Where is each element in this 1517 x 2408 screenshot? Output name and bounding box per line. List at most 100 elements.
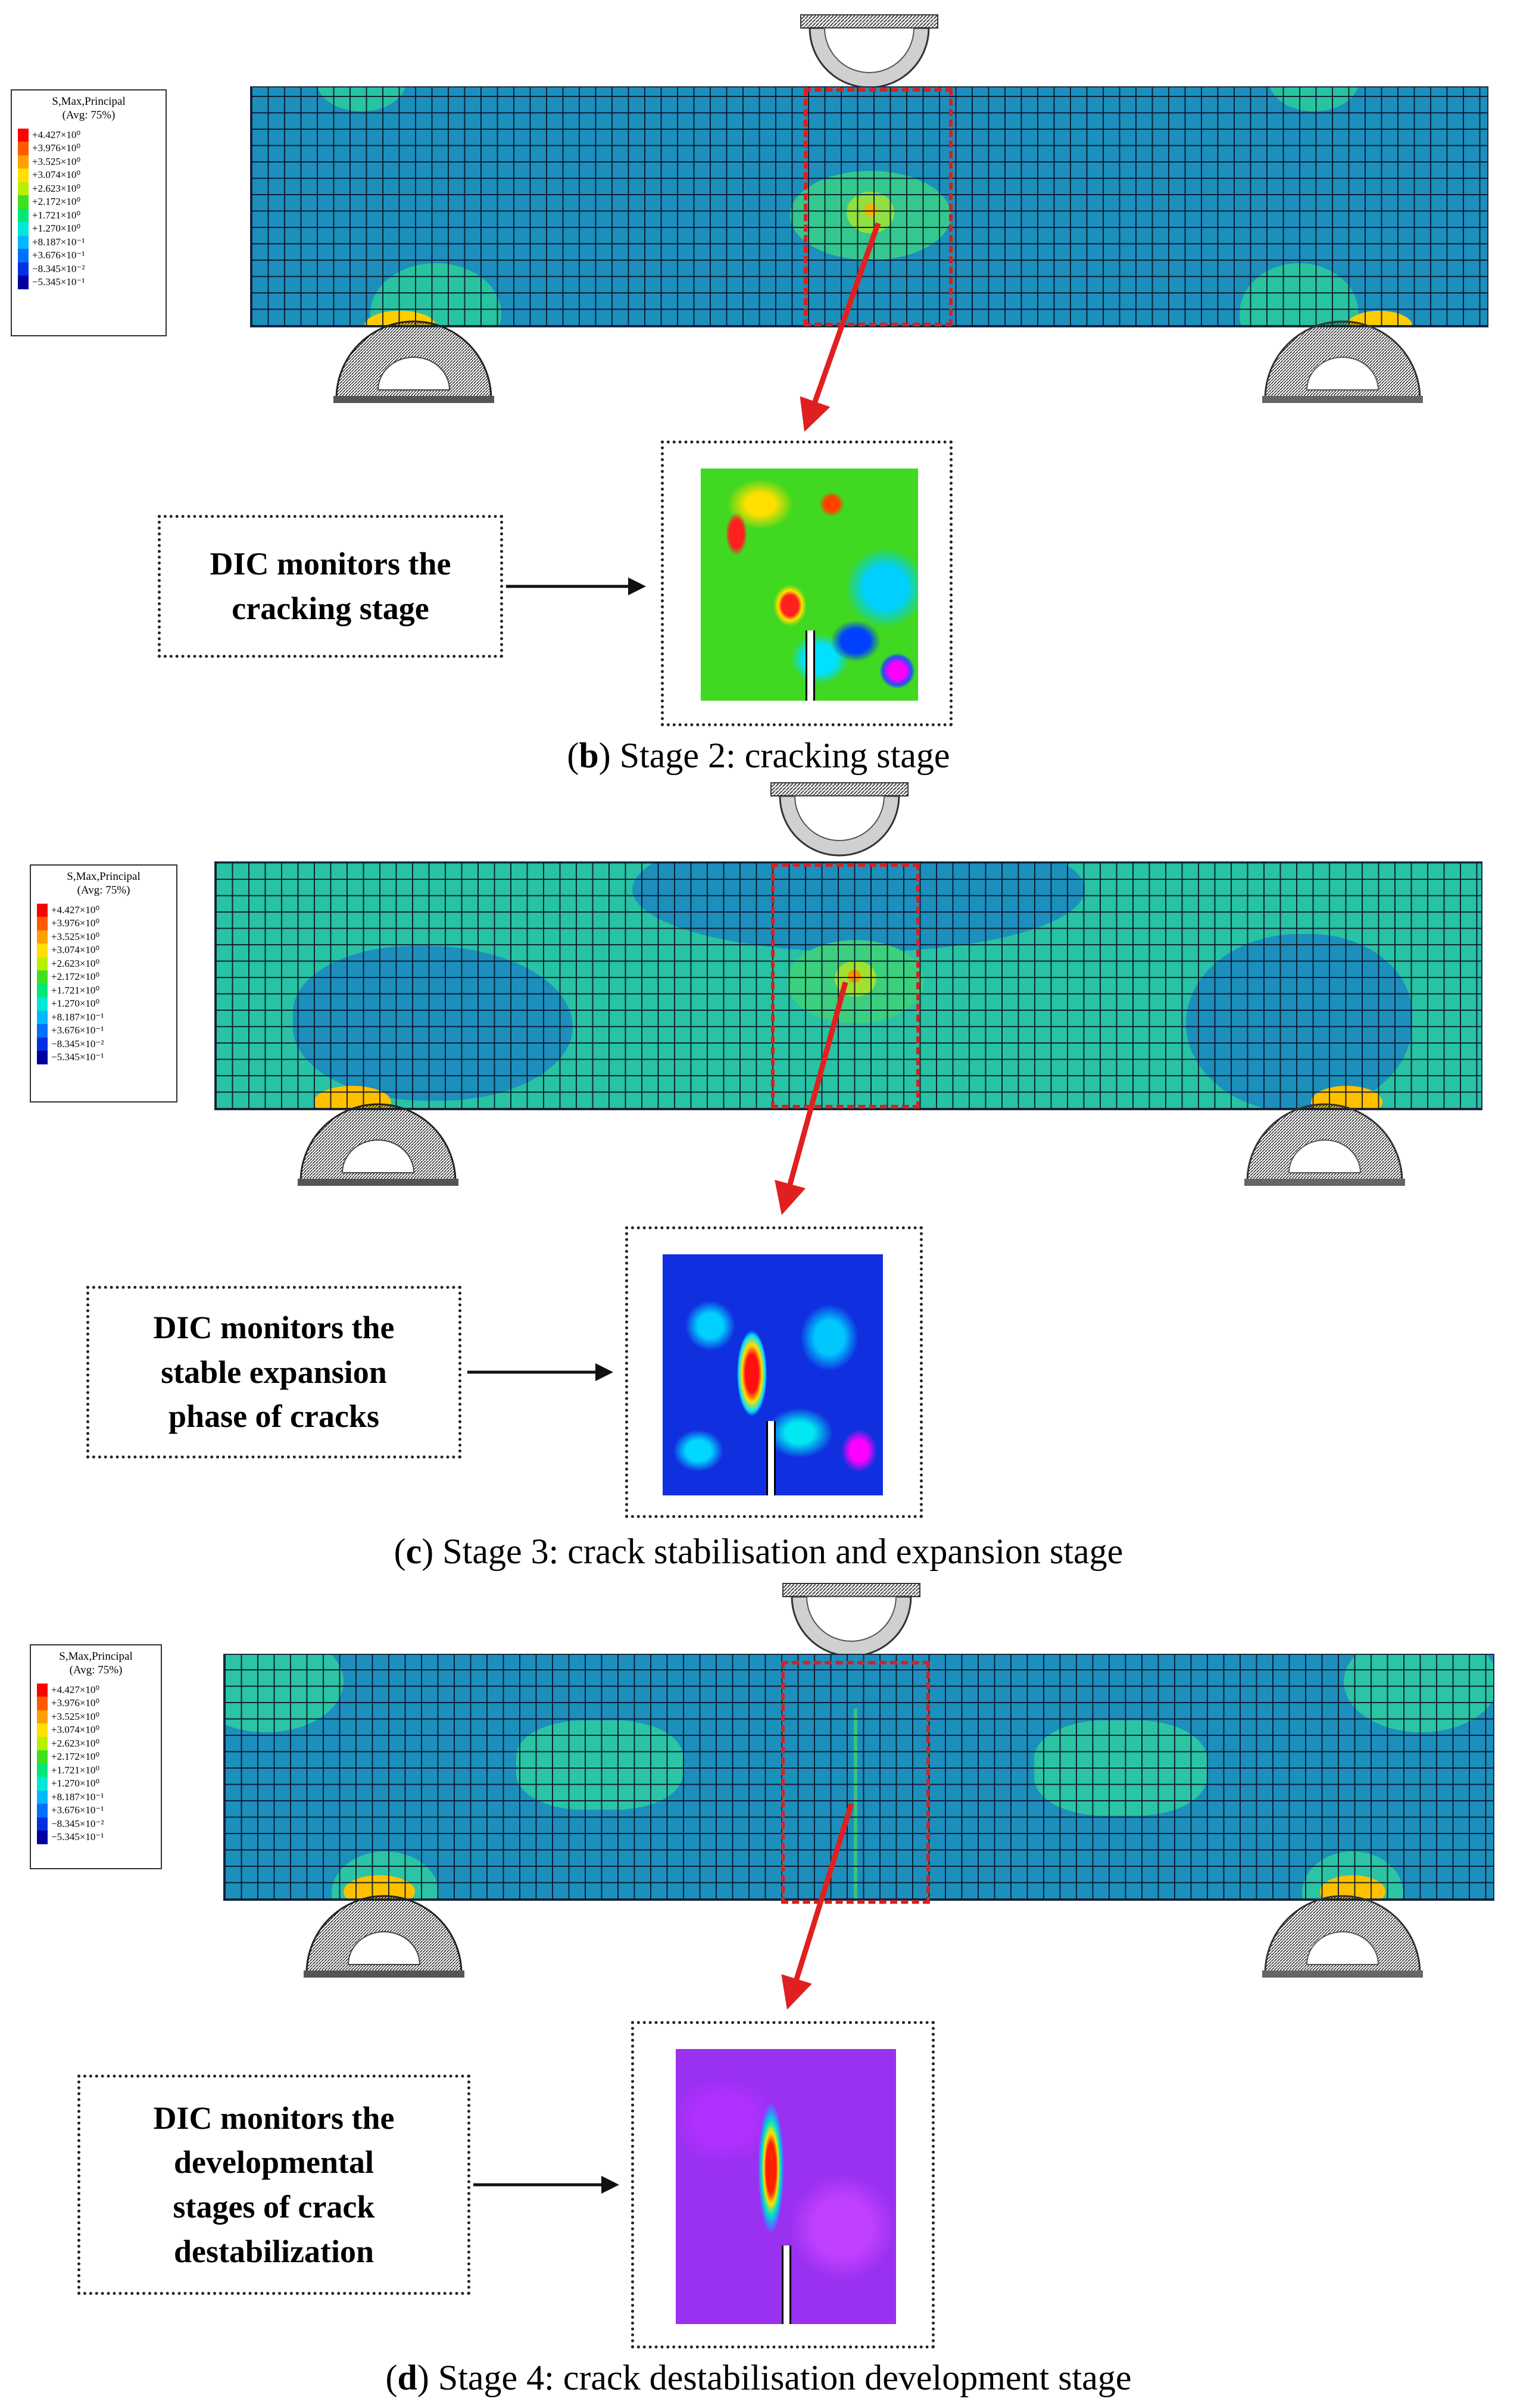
legend-stage-d: S,Max,Principal (Avg: 75%) +4.427×10⁰+3.… [30,1644,162,1869]
legend-entry: +3.074×10⁰ [18,168,160,182]
callout-line: DIC monitors the [153,2100,395,2136]
legend-entry: +3.976×10⁰ [37,1697,155,1710]
legend-entry: +3.525×10⁰ [18,155,160,169]
right-support-roller [1262,320,1423,403]
legend-swatch [37,1037,48,1051]
crack-zone-highlight-box [804,88,953,326]
caption-letter: c [405,1532,422,1571]
legend-swatch [37,1051,48,1064]
legend-entry: +3.525×10⁰ [37,1710,155,1724]
dic-image-frame [661,441,953,726]
legend-swatch [37,1750,48,1764]
legend-title: S,Max,Principal [59,1650,133,1663]
caption-stage-c: (c) Stage 3: crack stabilisation and exp… [394,1532,1123,1571]
legend-entry: +1.721×10⁰ [37,1763,155,1778]
legend-entry: +2.623×10⁰ [37,1736,155,1751]
caption-letter: d [397,2358,417,2397]
callout-line: DIC monitors the [210,546,451,582]
legend-swatch [37,903,48,917]
legend-stage-b: S,Max,Principal (Avg: 75%) +4.427×10⁰+3.… [11,89,167,336]
legend-swatch [37,983,48,998]
legend-swatch [37,930,48,944]
legend-entry: +4.427×10⁰ [37,903,170,917]
legend-value: +2.623×10⁰ [51,1737,100,1749]
legend-value: +2.623×10⁰ [32,182,81,194]
crack-zone-highlight-box [771,863,920,1108]
legend-value: −5.345×10⁻¹ [51,1831,104,1843]
legend-value: +1.721×10⁰ [32,209,81,221]
dic-strain-image [701,469,918,701]
callout-box: DIC monitors the developmental stages of… [77,2075,470,2295]
fe-beam-stage-c [214,861,1482,1110]
legend-entry: −8.345×10⁻² [37,1037,170,1051]
fe-beam-stage-b [250,86,1488,327]
callout-line: stages of crack [173,2189,375,2225]
legend-swatch [37,1817,48,1831]
legend-swatch [37,1763,48,1778]
right-support-roller [1262,1895,1423,1978]
legend-entry: +8.187×10⁻¹ [18,235,160,249]
legend-value: +3.525×10⁰ [51,1710,100,1722]
legend-entry: −5.345×10⁻¹ [37,1831,155,1844]
notch [806,630,815,701]
legend-entry: −8.345×10⁻² [37,1817,155,1831]
legend-entry: +2.172×10⁰ [37,970,170,984]
legend-value: +1.270×10⁰ [51,998,100,1010]
legend-title: S,Max,Principal [52,95,126,108]
legend-swatch [18,195,29,209]
red-arrow [775,981,848,1216]
legend-entry: +1.721×10⁰ [18,208,160,223]
fe-mesh [224,1655,1493,1900]
legend-swatch [37,957,48,971]
legend-value: +3.676×10⁻¹ [51,1804,104,1816]
stage-b: S,Max,Principal (Avg: 75%) +4.427×10⁰+3.… [0,0,1517,792]
callout-box: DIC monitors the cracking stage [158,515,503,658]
legend-entry: +8.187×10⁻¹ [37,1010,170,1025]
legend-avg: (Avg: 75%) [69,1663,123,1676]
callout-line: phase of cracks [168,1398,379,1435]
left-support-roller [333,320,494,403]
legend-entry: +3.074×10⁰ [37,1723,155,1737]
callout-line: developmental [174,2144,374,2181]
legend-swatch [37,1723,48,1737]
legend-swatch [18,235,29,249]
legend-entry: −5.345×10⁻¹ [18,276,160,289]
legend-entry: +1.270×10⁰ [37,1777,155,1791]
legend-value: +3.976×10⁰ [51,917,100,929]
legend-value: −8.345×10⁻² [32,263,85,274]
legend-swatch [18,208,29,223]
caption-text: Stage 2: cracking stage [619,736,950,775]
legend-swatch [37,1777,48,1791]
legend-value: −8.345×10⁻² [51,1817,104,1829]
legend-swatch [37,1831,48,1844]
legend-value: −5.345×10⁻¹ [32,276,85,288]
top-loading-roller [800,14,938,89]
caption-text: Stage 3: crack stabilisation and expansi… [442,1532,1123,1571]
legend-swatch [18,262,29,276]
legend-entry: +1.721×10⁰ [37,983,170,998]
legend-stage-c: S,Max,Principal (Avg: 75%) +4.427×10⁰+3.… [30,864,177,1103]
dic-image-frame [625,1226,923,1518]
legend-swatch [37,1010,48,1025]
callout-line: cracking stage [232,591,429,626]
legend-value: −5.345×10⁻¹ [51,1051,104,1063]
legend-value: +3.676×10⁻¹ [51,1025,104,1036]
legend-rows: +4.427×10⁰+3.976×10⁰+3.525×10⁰+3.074×10⁰… [37,903,170,1064]
legend-value: +2.172×10⁰ [32,196,81,208]
legend-swatch [37,997,48,1011]
legend-rows: +4.427×10⁰+3.976×10⁰+3.525×10⁰+3.074×10⁰… [18,128,160,289]
notch [766,1421,776,1495]
legend-value: −8.345×10⁻² [51,1038,104,1050]
callout-line: destabilization [173,2233,374,2269]
legend-swatch [18,249,29,263]
crack-zone-highlight-box [781,1661,930,1904]
legend-swatch [37,944,48,957]
legend-value: +8.187×10⁻¹ [51,1791,104,1803]
legend-rows: +4.427×10⁰+3.976×10⁰+3.525×10⁰+3.074×10⁰… [37,1683,155,1844]
legend-avg: (Avg: 75%) [62,108,116,121]
legend-entry: +3.676×10⁻¹ [18,249,160,263]
dic-strain-image [676,2049,896,2324]
legend-entry: +4.427×10⁰ [37,1683,155,1697]
callout-line: stable expansion [161,1354,387,1390]
legend-title: S,Max,Principal [67,870,141,883]
